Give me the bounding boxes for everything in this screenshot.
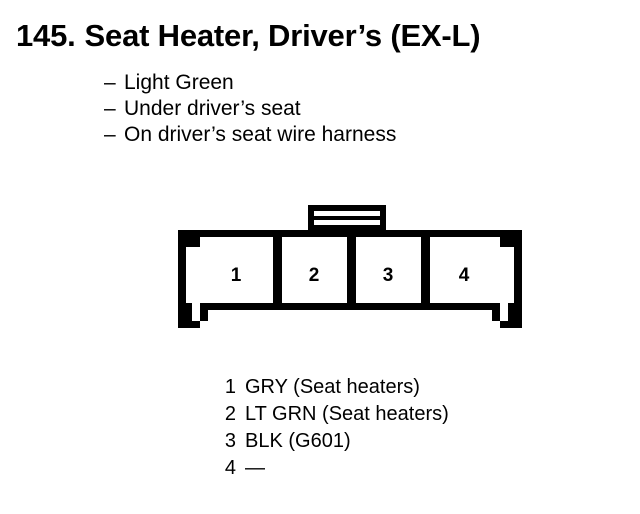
legend-pin-description: — <box>245 457 265 479</box>
legend-pin-number: 4 <box>224 457 236 479</box>
connector-number: 145. <box>16 18 76 53</box>
connector-cavity-dividers <box>273 237 430 310</box>
detail-text: Light Green <box>124 71 234 94</box>
connector-details-list: – Light Green – Under driver’s seat – On… <box>104 70 554 148</box>
connector-diagram: 1 2 3 4 <box>170 198 530 338</box>
dash-icon: – <box>104 123 116 146</box>
page-title: 145.Seat Heater, Driver’s (EX-L) <box>16 18 628 54</box>
legend-pin-description: GRY (Seat heaters) <box>245 376 420 398</box>
cavity-label-3: 3 <box>383 265 394 286</box>
legend-pin-number: 1 <box>224 376 236 398</box>
legend-row: 2 LT GRN (Seat heaters) <box>214 401 614 428</box>
cavity-label-4: 4 <box>459 265 470 286</box>
legend-row: 3 BLK (G601) <box>214 428 614 455</box>
list-item: – Light Green <box>104 70 554 96</box>
connector-title-text: Seat Heater, Driver’s (EX-L) <box>84 18 481 53</box>
dash-icon: – <box>104 97 116 120</box>
legend-pin-number: 2 <box>224 403 236 425</box>
list-item: – Under driver’s seat <box>104 96 554 122</box>
legend-row: 4 — <box>214 455 614 482</box>
legend-row: 1 GRY (Seat heaters) <box>214 374 614 401</box>
detail-text: On driver’s seat wire harness <box>124 123 397 146</box>
dash-icon: – <box>104 71 116 94</box>
legend-pin-number: 3 <box>224 430 236 452</box>
cavity-label-1: 1 <box>231 265 242 286</box>
detail-text: Under driver’s seat <box>124 97 301 120</box>
legend-pin-description: LT GRN (Seat heaters) <box>245 403 449 425</box>
legend-pin-description: BLK (G601) <box>245 430 351 452</box>
connector-latch-tab <box>308 205 386 232</box>
pin-legend: 1 GRY (Seat heaters) 2 LT GRN (Seat heat… <box>214 374 614 482</box>
list-item: – On driver’s seat wire harness <box>104 122 554 148</box>
cavity-label-2: 2 <box>309 265 320 286</box>
